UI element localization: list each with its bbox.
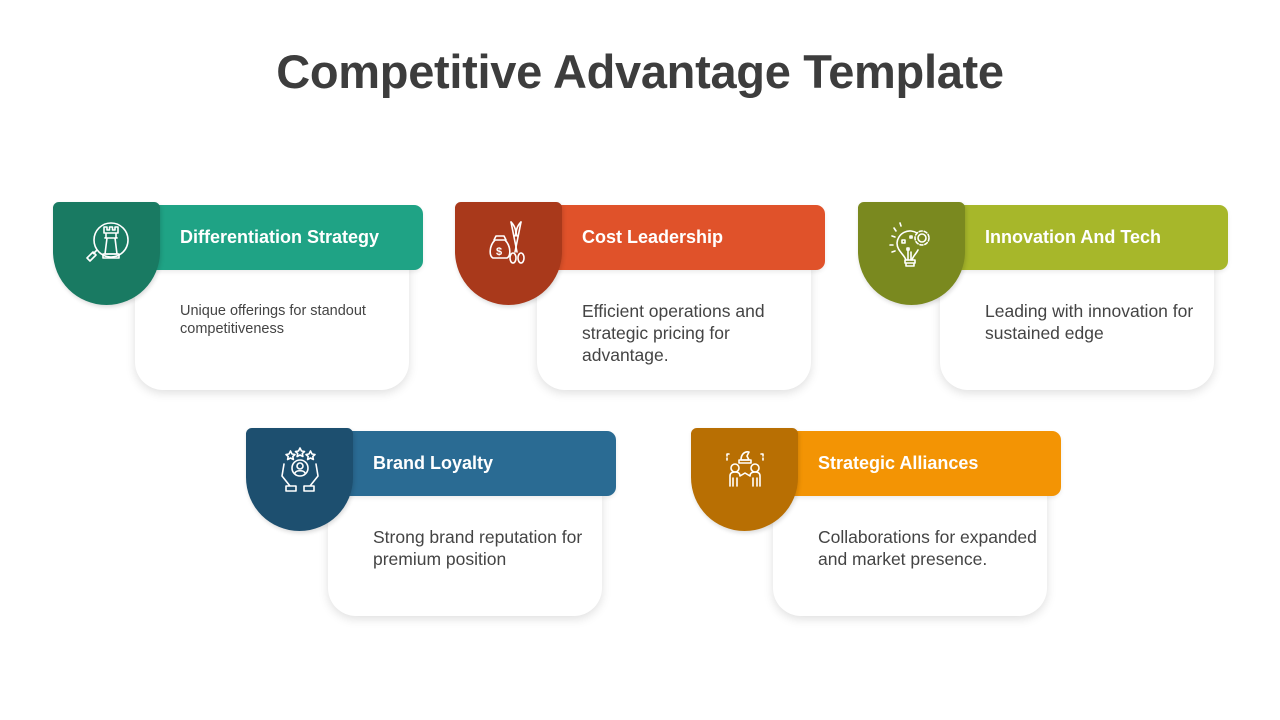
card-heading: Cost Leadership — [582, 227, 724, 247]
lightbulb-gear-icon — [889, 222, 930, 267]
chess-rook-magnifier-icon — [86, 222, 129, 262]
people-chess-knight-icon — [726, 451, 764, 487]
card-description: Collaborations for expanded and market p… — [818, 527, 1037, 569]
card-header-bar: Differentiation Strategy — [153, 205, 423, 270]
card-header-bar: Cost Leadership — [555, 205, 825, 270]
card-icon-badge — [53, 202, 160, 305]
svg-text:$: $ — [496, 246, 502, 258]
card-icon-badge: $ — [455, 202, 562, 305]
card-icon-badge — [858, 202, 965, 305]
card-heading: Strategic Alliances — [818, 453, 979, 473]
card-description: Strong brand reputation for premium posi… — [373, 527, 583, 569]
card-differentiation-strategy: Differentiation Strategy Unique offering… — [53, 202, 423, 397]
card-strategic-alliances: Strategic Alliances Collaborations for e… — [691, 428, 1061, 623]
card-innovation-and-tech: Innovation And Tech Leading with innovat… — [858, 202, 1228, 397]
card-icon-badge — [246, 428, 353, 531]
card-icon-badge — [691, 428, 798, 531]
page-title: Competitive Advantage Template — [276, 45, 1004, 98]
card-header-bar: Innovation And Tech — [958, 205, 1228, 270]
card-description: Unique offerings for standout competitiv… — [180, 303, 366, 337]
card-brand-loyalty: Brand Loyalty Strong brand reputation fo… — [246, 428, 616, 623]
card-description: Leading with innovation for sustained ed… — [985, 301, 1194, 343]
hands-user-stars-icon — [281, 447, 319, 492]
card-heading: Differentiation Strategy — [180, 227, 380, 247]
card-description: Efficient operations and strategic prici… — [582, 301, 765, 365]
card-header-bar: Brand Loyalty — [346, 431, 616, 496]
card-heading: Brand Loyalty — [373, 453, 494, 473]
card-cost-leadership: Cost Leadership $ Efficient operations a… — [455, 202, 825, 397]
card-heading: Innovation And Tech — [985, 227, 1161, 247]
money-bag-scissors-icon: $ — [489, 221, 525, 264]
card-header-bar: Strategic Alliances — [791, 431, 1061, 496]
